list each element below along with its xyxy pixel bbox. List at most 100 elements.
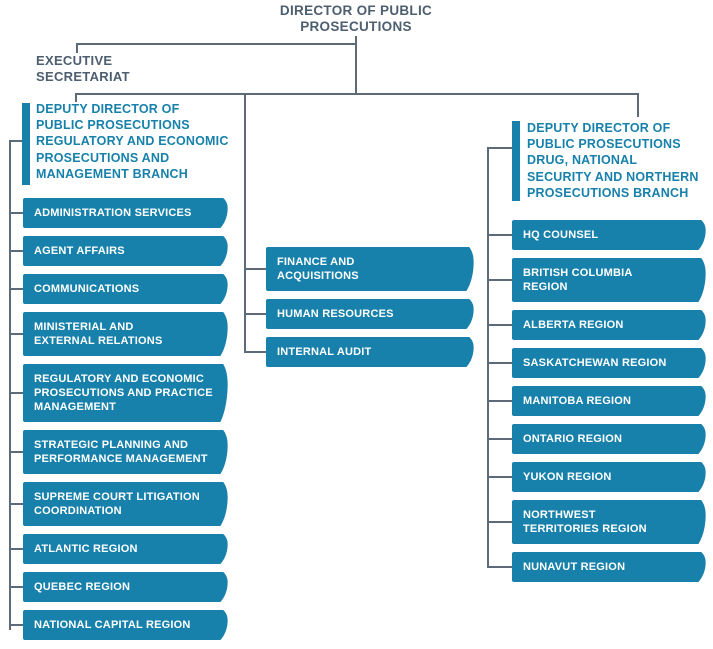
org-unit: INTERNAL AUDIT: [244, 337, 474, 367]
banner-edge: [693, 424, 706, 454]
right-deputy-heading-line: DEPUTY DIRECTOR OF: [527, 121, 671, 135]
org-unit: QUEBEC REGION: [9, 572, 228, 602]
banner-edge: [693, 258, 706, 302]
org-unit: NUNAVUT REGION: [487, 552, 706, 582]
right-deputy-heading-line: PUBLIC PROSECUTIONS: [527, 137, 681, 152]
org-unit-label: YUKON REGION: [523, 471, 612, 483]
left-deputy-heading: DEPUTY DIRECTOR OF PUBLIC PROSECUTIONS R…: [36, 101, 229, 182]
banner-edge: [693, 552, 706, 582]
director-title-line: PROSECUTIONS: [300, 19, 412, 34]
right-deputy-accent-bar: [512, 121, 520, 201]
connector-right-deputy-stub: [487, 147, 513, 149]
org-unit: HUMAN RESOURCES: [244, 299, 474, 329]
left-deputy-heading-line: MANAGEMENT BRANCH: [36, 166, 189, 181]
banner-edge: [461, 299, 474, 329]
left-deputy-heading-line: REGULATORY AND ECONOMIC: [36, 134, 229, 149]
banner-edge: [215, 610, 228, 640]
org-unit: YUKON REGION: [487, 462, 706, 492]
org-unit-label: ADMINISTRATION SERVICES: [34, 207, 192, 219]
banner-edge: [215, 534, 228, 564]
org-unit-label: NUNAVUT REGION: [523, 561, 626, 573]
banner-edge: [461, 337, 474, 367]
org-unit: ATLANTIC REGION: [9, 534, 228, 564]
right-deputy-heading-line: SECURITY AND NORTHERN: [527, 169, 699, 184]
org-unit-label: AGENT AFFAIRS: [34, 245, 125, 257]
left-deputy-heading-line: PUBLIC PROSECUTIONS: [36, 118, 190, 133]
banner-edge: [215, 274, 228, 304]
director-title-line: DIRECTOR OF PUBLIC: [279, 3, 433, 18]
connector-left-deputy-stub: [9, 140, 23, 142]
connector-left-column-vline: [9, 140, 11, 630]
connector-hline-deputies: [75, 93, 639, 95]
banner-edge: [693, 310, 706, 340]
org-unit: ADMINISTRATION SERVICES: [9, 198, 228, 228]
banner-edge: [693, 500, 706, 544]
org-unit: HQ COUNSEL: [487, 220, 706, 250]
executive-secretariat-line: SECRETARIAT: [36, 68, 130, 84]
org-unit-label: COMMUNICATIONS: [34, 283, 140, 295]
executive-secretariat-label: EXECUTIVE SECRETARIAT: [36, 53, 130, 84]
connector-secretariat-drop: [76, 43, 78, 53]
org-unit-label: HQ COUNSEL: [523, 229, 599, 241]
left-deputy-heading-line: PROSECUTIONS AND: [36, 150, 170, 165]
org-unit-label: ONTARIO REGION: [523, 433, 623, 445]
left-deputy-accent-bar: [22, 103, 30, 185]
banner-edge: [693, 386, 706, 416]
left-deputy-heading-line: DEPUTY DIRECTOR OF: [36, 102, 180, 116]
banner-edge: [215, 482, 228, 526]
org-unit-label: ALBERTA REGION: [523, 319, 624, 331]
org-unit: COMMUNICATIONS: [9, 274, 228, 304]
connector-director-drop: [355, 36, 357, 95]
banner-edge: [215, 198, 228, 228]
org-unit-label: ATLANTIC REGION: [34, 543, 138, 555]
banner-edge: [693, 220, 706, 250]
org-unit: SASKATCHEWAN REGION: [487, 348, 706, 378]
right-deputy-heading-line: PROSECUTIONS BRANCH: [527, 185, 689, 200]
executive-secretariat-line: EXECUTIVE: [36, 53, 113, 68]
connector-right-column-vline: [487, 147, 489, 568]
org-unit: ONTARIO REGION: [487, 424, 706, 454]
org-unit-label: INTERNAL AUDIT: [277, 346, 372, 358]
banner-edge: [215, 430, 228, 474]
banner-edge: [693, 348, 706, 378]
banner-edge: [693, 462, 706, 492]
right-deputy-heading-line: DRUG, NATIONAL: [527, 153, 638, 168]
banner-edge: [215, 572, 228, 602]
left-branch-units: ADMINISTRATION SERVICES AGENT AFFAIRS CO…: [9, 198, 228, 640]
org-unit: MANITOBA REGION: [487, 386, 706, 416]
director-title: DIRECTOR OF PUBLIC PROSECUTIONS: [256, 3, 456, 35]
connector-right-deputy-drop: [637, 93, 639, 117]
connector-middle-column-vline: [244, 94, 246, 353]
org-unit: ALBERTA REGION: [487, 310, 706, 340]
banner-edge: [215, 364, 228, 422]
banner-edge: [215, 236, 228, 266]
org-unit-label: QUEBEC REGION: [34, 581, 131, 593]
org-unit-label: NATIONAL CAPITAL REGION: [34, 619, 191, 631]
banner-edge: [215, 312, 228, 356]
connector-left-deputy-drop: [75, 93, 77, 102]
org-unit-label: MANITOBA REGION: [523, 395, 632, 407]
connector-hline-secretariat: [76, 43, 357, 45]
org-unit-label: SASKATCHEWAN REGION: [523, 357, 667, 369]
org-unit: AGENT AFFAIRS: [9, 236, 228, 266]
org-unit: NATIONAL CAPITAL REGION: [9, 610, 228, 640]
banner-edge: [461, 247, 474, 291]
org-unit-label: HUMAN RESOURCES: [277, 308, 394, 320]
